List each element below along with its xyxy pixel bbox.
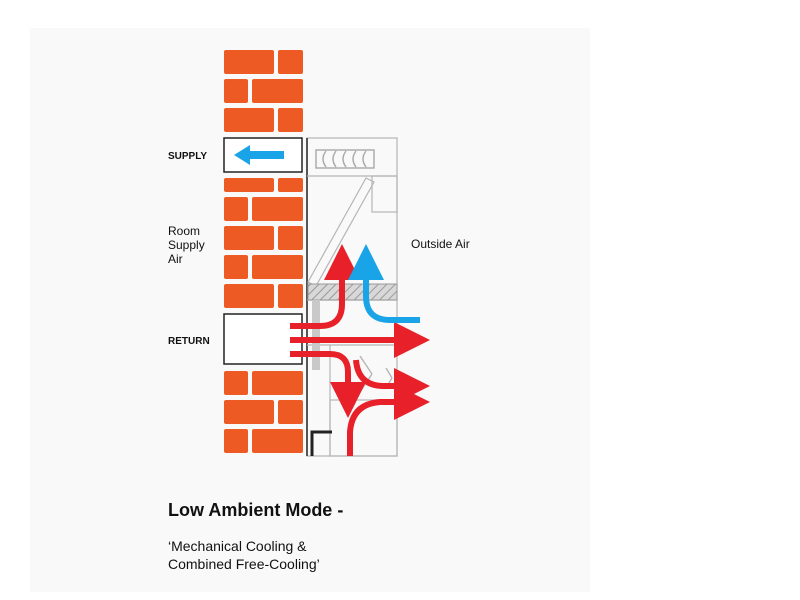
brick-wall-lower — [224, 371, 303, 453]
exhaust-lower-arrow — [347, 384, 430, 456]
room-supply-air-line: Room — [168, 224, 201, 238]
filter-icon — [307, 283, 398, 301]
supply-label: SUPPLY — [168, 151, 208, 162]
caption-subtitle-line: ‘Mechanical Cooling & — [168, 538, 307, 554]
return-label: RETURN — [168, 336, 210, 347]
outside-air-arrow — [348, 244, 420, 323]
outside-air-label: Outside Air — [411, 237, 470, 251]
caption-title: Low Ambient Mode - — [168, 500, 344, 520]
air-deflector — [312, 300, 320, 370]
room-supply-air-label: Room Supply Air — [168, 224, 228, 266]
fan-icon — [315, 149, 375, 169]
drain-bracket — [310, 430, 332, 456]
room-supply-air-line: Air — [168, 252, 183, 266]
exhaust-upper-arrow — [353, 359, 430, 404]
diagram-panel — [30, 28, 590, 592]
return-down-arrow — [290, 351, 366, 418]
room-supply-air-line: Supply — [168, 238, 205, 252]
warm-airflow — [290, 244, 430, 456]
arrow-left-icon — [234, 145, 284, 165]
brick-wall — [224, 50, 303, 453]
caption-subtitle: ‘Mechanical Cooling & Combined Free-Cool… — [168, 537, 320, 573]
brick-wall-middle — [224, 178, 303, 308]
supply-grille — [223, 137, 303, 173]
brick-wall-upper — [224, 50, 303, 132]
return-to-coil-arrow — [290, 244, 360, 329]
caption-subtitle-line: Combined Free-Cooling’ — [168, 556, 320, 572]
cool-airflow — [348, 244, 420, 323]
